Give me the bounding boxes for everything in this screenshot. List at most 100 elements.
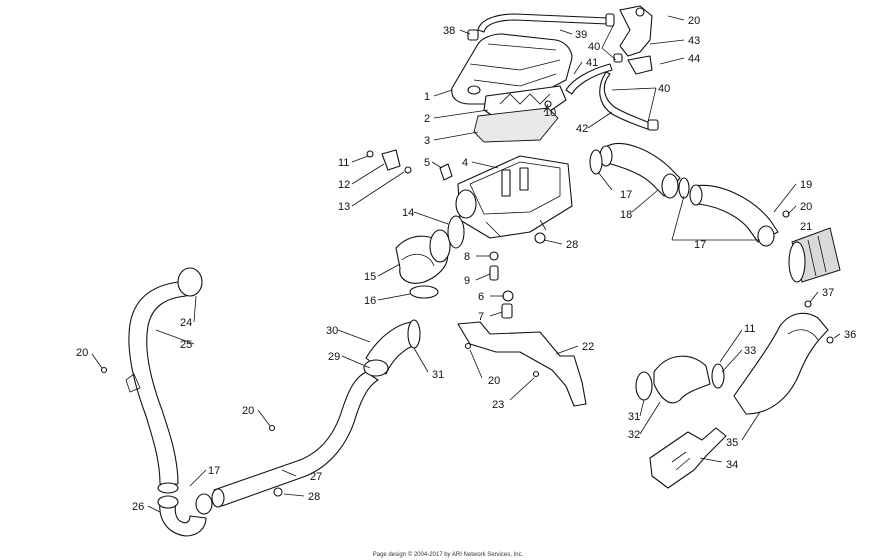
screw-20d bbox=[464, 342, 472, 350]
callout-23: 23 bbox=[492, 399, 504, 411]
callout-15: 15 bbox=[364, 271, 376, 283]
callout-28: 28 bbox=[308, 491, 320, 503]
callout-38: 38 bbox=[443, 25, 455, 37]
callout-11: 11 bbox=[338, 157, 349, 169]
shield-34 bbox=[649, 427, 727, 489]
callout-42: 42 bbox=[576, 123, 588, 135]
airbox-base bbox=[455, 155, 573, 239]
nut-8 bbox=[489, 251, 499, 261]
callout-4: 4 bbox=[462, 157, 468, 169]
callout-44: 44 bbox=[688, 53, 700, 65]
callout-12: 12 bbox=[338, 179, 350, 191]
duct-18 bbox=[599, 143, 681, 199]
clamp-17d bbox=[157, 482, 179, 494]
clamp-33 bbox=[711, 363, 725, 389]
callout-24: 24 bbox=[180, 317, 192, 329]
clamp-17b bbox=[678, 177, 690, 199]
spacer-7 bbox=[501, 303, 513, 319]
callout-14: 14 bbox=[402, 207, 414, 219]
hose-42 bbox=[599, 71, 659, 131]
screw-37 bbox=[804, 300, 812, 308]
coupler-24 bbox=[177, 267, 203, 297]
callout-21: 21 bbox=[800, 221, 812, 233]
callout-37: 37 bbox=[822, 287, 834, 299]
sensor-12 bbox=[366, 149, 412, 174]
callout-19: 19 bbox=[800, 179, 812, 191]
clamp-17a bbox=[589, 149, 603, 175]
callout-30: 30 bbox=[326, 325, 338, 337]
callout-27: 27 bbox=[310, 471, 322, 483]
nut-6 bbox=[502, 290, 514, 302]
copyright-footer: Page design © 2004-2017 by ARI Network S… bbox=[373, 551, 524, 558]
duct-19 bbox=[689, 184, 779, 247]
screw-28b bbox=[273, 487, 283, 497]
screw-20c bbox=[268, 424, 276, 432]
callout-39: 39 bbox=[575, 29, 587, 41]
callout-20: 20 bbox=[242, 405, 254, 417]
callout-17: 17 bbox=[620, 189, 632, 201]
callout-3: 3 bbox=[424, 135, 430, 147]
callout-9: 9 bbox=[464, 275, 470, 287]
elbow-26 bbox=[157, 495, 207, 537]
grommet-9 bbox=[489, 265, 499, 281]
callout-28: 28 bbox=[566, 239, 578, 251]
callout-26: 26 bbox=[132, 501, 144, 513]
screw-36 bbox=[826, 336, 834, 344]
callout-32: 32 bbox=[628, 429, 640, 441]
callout-35: 35 bbox=[726, 437, 738, 449]
intake-boot-15 bbox=[395, 229, 451, 284]
tube-25 bbox=[125, 281, 187, 485]
clamp-31b bbox=[635, 371, 653, 401]
hose-41 bbox=[565, 63, 613, 95]
callout-16: 16 bbox=[364, 295, 376, 307]
callout-13: 13 bbox=[338, 201, 350, 213]
clamp-16 bbox=[409, 285, 439, 299]
callout-2: 2 bbox=[424, 113, 430, 125]
clamp-17c bbox=[195, 493, 213, 515]
callout-22: 22 bbox=[582, 341, 594, 353]
vent-hose bbox=[467, 13, 615, 41]
callout-17: 17 bbox=[208, 465, 220, 477]
callout-29: 29 bbox=[328, 351, 340, 363]
callout-6: 6 bbox=[478, 291, 484, 303]
callout-10: 10 bbox=[544, 107, 556, 119]
callout-31: 31 bbox=[628, 411, 640, 423]
callout-7: 7 bbox=[478, 311, 484, 323]
clip-5 bbox=[439, 163, 453, 181]
screw-28a bbox=[534, 232, 546, 244]
bracket-22 bbox=[457, 321, 587, 407]
callout-43: 43 bbox=[688, 35, 700, 47]
callout-5: 5 bbox=[424, 157, 430, 169]
airbox-cover bbox=[451, 33, 573, 105]
callout-31: 31 bbox=[432, 369, 444, 381]
callout-40: 40 bbox=[588, 41, 600, 53]
tube-27 bbox=[211, 371, 379, 508]
pre-filter-21 bbox=[788, 227, 841, 283]
callout-36: 36 bbox=[844, 329, 856, 341]
duct-35 bbox=[733, 312, 829, 415]
screw-20a bbox=[100, 366, 108, 374]
callout-1: 1 bbox=[424, 91, 430, 103]
callout-34: 34 bbox=[726, 459, 738, 471]
callout-labels: 38 39 40 20 43 44 41 40 1 2 3 10 42 11 5… bbox=[76, 15, 856, 513]
callout-20: 20 bbox=[800, 201, 812, 213]
callout-25: 25 bbox=[180, 339, 192, 351]
screw-23 bbox=[532, 370, 540, 378]
callout-18: 18 bbox=[620, 209, 632, 221]
callout-17: 17 bbox=[694, 239, 706, 251]
callout-20: 20 bbox=[488, 375, 500, 387]
clamp-14 bbox=[447, 215, 465, 249]
callout-40: 40 bbox=[658, 83, 670, 95]
callout-8: 8 bbox=[464, 251, 470, 263]
breather-fitting bbox=[613, 5, 653, 75]
callout-41: 41 bbox=[586, 57, 598, 69]
screw-20b bbox=[782, 210, 790, 218]
callout-11: 11 bbox=[744, 323, 755, 335]
boot-32 bbox=[653, 355, 711, 404]
callout-20: 20 bbox=[688, 15, 700, 27]
air-filter-element bbox=[473, 107, 559, 143]
callout-20: 20 bbox=[76, 347, 88, 359]
clamp-31a bbox=[407, 319, 421, 349]
